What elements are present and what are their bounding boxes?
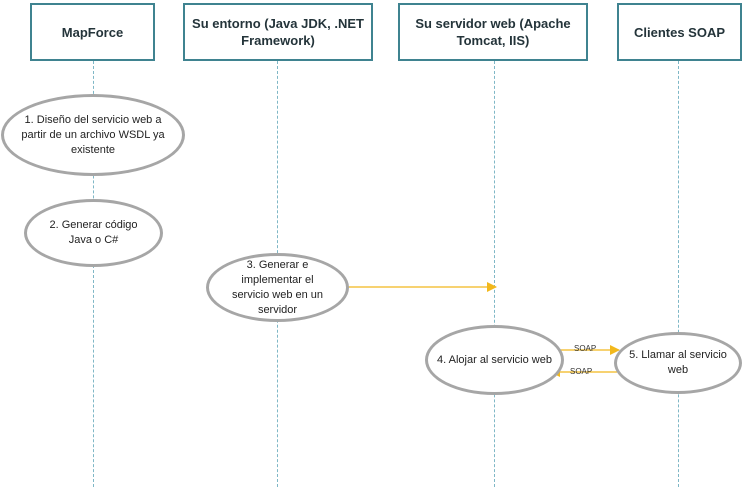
lane-header-soapclients: Clientes SOAP xyxy=(617,3,742,61)
lane-title-mapforce: MapForce xyxy=(61,24,124,40)
step-1-text: 1. Diseño del servicio web a partir de u… xyxy=(21,113,165,156)
soap-response-label: SOAP xyxy=(570,367,593,376)
step-4-text: 4. Alojar al servicio web xyxy=(437,353,552,366)
step-5-text: 5. Llamar al servicio web xyxy=(629,349,727,376)
lifeline-soapclients xyxy=(678,61,679,487)
soap-request-label: SOAP xyxy=(574,344,597,353)
step-3-ellipse: 3. Generar e implementar el servicio web… xyxy=(206,253,349,322)
step-5-ellipse: 5. Llamar al servicio web xyxy=(614,332,742,394)
step-1-ellipse: 1. Diseño del servicio web a partir de u… xyxy=(1,94,185,176)
lane-header-webserver: Su servidor web (Apache Tomcat, IIS) xyxy=(398,3,588,61)
lane-header-environment: Su entorno (Java JDK, .NET Framework) xyxy=(183,3,373,61)
lane-title-soapclients: Clientes SOAP xyxy=(633,24,726,40)
step-4-ellipse: 4. Alojar al servicio web xyxy=(425,325,564,395)
lane-title-webserver: Su servidor web (Apache Tomcat, IIS) xyxy=(415,16,571,48)
step-2-ellipse: 2. Generar código Java o C# xyxy=(24,199,163,267)
lifeline-webserver xyxy=(494,61,495,487)
step-3-text: 3. Generar e implementar el servicio web… xyxy=(231,258,324,316)
lane-title-environment: Su entorno (Java JDK, .NET Framework) xyxy=(192,16,364,48)
lifeline-mapforce xyxy=(93,61,94,487)
step-2-text: 2. Generar código Java o C# xyxy=(49,219,138,246)
lane-header-mapforce: MapForce xyxy=(30,3,155,61)
